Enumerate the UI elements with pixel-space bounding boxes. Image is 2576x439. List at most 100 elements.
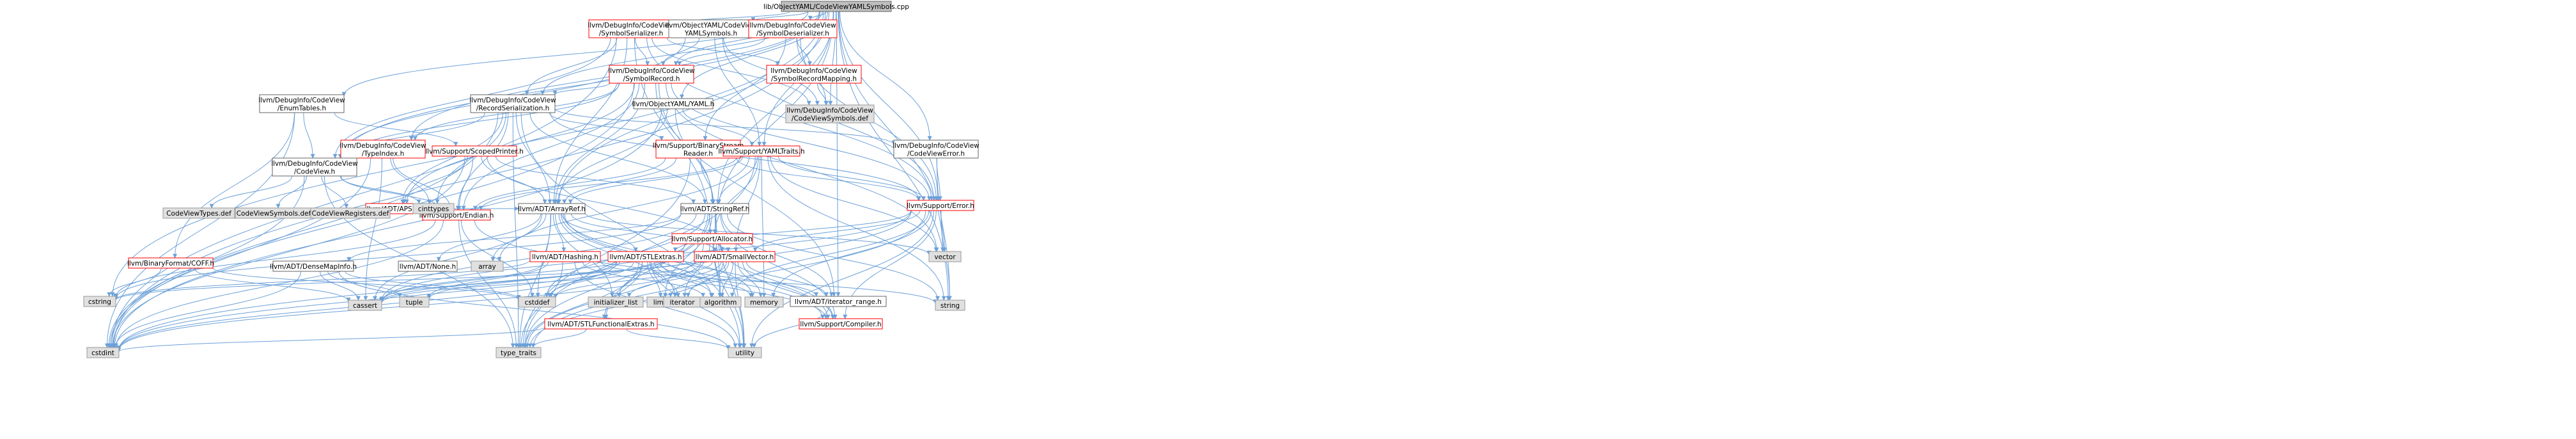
node-scopedprinter-label-0: llvm/Support/ScopedPrinter.h <box>425 148 523 156</box>
node-cvsymbolsdef_top-box <box>785 104 875 124</box>
edge-objyaml-to-arrayref <box>555 108 668 204</box>
edge-symrecord-to-recordser <box>552 83 610 95</box>
edge-symrecord-to-iterrange <box>659 83 836 297</box>
node-smallvector[interactable]: llvm/ADT/SmallVector.h <box>694 251 776 262</box>
edge-scopedprinter-to-endian <box>455 156 474 211</box>
node-error[interactable]: llvm/Support/Error.h <box>907 200 974 211</box>
node-symrecord-label-0: llvm/DebugInfo/CodeView <box>608 67 695 75</box>
edge-arrayref-to-none <box>436 213 542 262</box>
node-typetraits-label-0: type_traits <box>501 349 536 357</box>
node-vector: vector <box>928 251 962 262</box>
edge-enumtables-to-cstdint <box>104 112 295 348</box>
edge-iterrange-to-utility <box>752 306 829 348</box>
node-compiler[interactable]: llvm/Support/Compiler.h <box>799 318 883 330</box>
edge-codeview-to-cvregistersdef <box>321 175 349 209</box>
node-yamltraits[interactable]: llvm/Support/YAMLTraits.h <box>718 145 805 157</box>
node-allocator-label-0: llvm/Support/Allocator.h <box>672 235 753 243</box>
edge-stlfunc-to-cstdint <box>116 326 545 353</box>
node-cverror[interactable]: llvm/DebugInfo/CodeView/CodeViewError.h <box>893 140 980 159</box>
node-codeview-label-0: llvm/DebugInfo/CodeView <box>271 160 358 168</box>
node-cinttypes-box <box>412 203 455 214</box>
node-symdeserializer-label-1: /SymbolDeserializer.h <box>756 29 829 37</box>
node-typeindex[interactable]: llvm/DebugInfo/CodeView/TypeIndex.h <box>340 140 426 159</box>
node-enumtables-label-1: /EnumTables.h <box>277 104 326 112</box>
edge-symserializer-to-cstdint <box>109 37 617 348</box>
node-cstdint-box <box>86 347 120 358</box>
node-recordser[interactable]: llvm/DebugInfo/CodeView/RecordSerializat… <box>469 94 556 113</box>
node-stringref[interactable]: llvm/ADT/StringRef.h <box>680 203 750 214</box>
edge-yamlsymbols-to-symrecord <box>660 37 700 66</box>
node-cvregistersdef: CodeViewRegisters.def <box>310 207 391 219</box>
node-initlist-box <box>588 296 644 308</box>
edge-error-to-smallvector <box>753 210 921 252</box>
node-typeindex-label-1: /TypeIndex.h <box>362 150 405 157</box>
node-codeview[interactable]: llvm/DebugInfo/CodeView/CodeView.h <box>271 157 358 177</box>
edge-recordser-to-bsreader <box>549 112 664 141</box>
edge-yamltraits-to-stringref <box>717 156 758 204</box>
node-utility-box <box>728 347 762 358</box>
node-enumtables-label-0: llvm/DebugInfo/CodeView <box>258 97 345 104</box>
node-hashing-box <box>529 251 601 262</box>
node-symdeserializer[interactable]: llvm/DebugInfo/CodeView/SymbolDeserializ… <box>748 19 838 38</box>
node-cassert: cassert <box>348 299 382 311</box>
node-symserializer-label-0: llvm/DebugInfo/CodeView <box>588 22 675 29</box>
edge-symserializer-to-cvsymbolsdef_top <box>652 37 811 106</box>
node-array-box <box>471 260 504 272</box>
edge-yamltraits-to-endian <box>478 156 738 211</box>
node-memory: memory <box>744 296 784 308</box>
node-typetraits-box <box>496 347 542 358</box>
edge-stlfunc-to-typetraits <box>531 328 587 348</box>
edge-hashing-to-cstring <box>113 259 531 301</box>
node-root[interactable]: lib/ObjectYAML/CodeViewYAMLSymbols.cpp <box>763 1 909 12</box>
node-initlist-label-0: initializer_list <box>594 299 638 307</box>
node-algorithm-box <box>699 296 742 308</box>
dependency-nodes: lib/ObjectYAML/CodeViewYAMLSymbols.cpp ll… <box>83 1 980 358</box>
node-cvsymbolsdef_top: llvm/DebugInfo/CodeView/CodeViewSymbols.… <box>785 104 875 124</box>
node-objyaml-label-0: llvm/ObjectYAML/YAML.h <box>632 100 715 108</box>
node-root-box <box>781 1 892 12</box>
node-cvsymbolsdef_top-label-1: /CodeViewSymbols.def <box>792 115 868 122</box>
node-root-label-0: lib/ObjectYAML/CodeViewYAMLSymbols.cpp <box>763 3 909 11</box>
node-enumtables-box <box>259 94 345 113</box>
node-error-box <box>907 200 974 211</box>
node-symrecord[interactable]: llvm/DebugInfo/CodeView/SymbolRecord.h <box>608 65 695 84</box>
edge-symdeserializer-to-symrecord <box>677 37 765 66</box>
node-iterrange[interactable]: llvm/ADT/iterator_range.h <box>790 296 887 307</box>
edge-arrayref-to-smallvector <box>571 213 717 252</box>
node-scopedprinter[interactable]: llvm/Support/ScopedPrinter.h <box>425 145 524 157</box>
node-algorithm-label-0: algorithm <box>705 299 737 307</box>
edge-yamltraits-to-error <box>777 156 926 201</box>
node-recordser-label-0: llvm/DebugInfo/CodeView <box>469 97 556 104</box>
node-allocator[interactable]: llvm/Support/Allocator.h <box>671 233 753 244</box>
node-objyaml[interactable]: llvm/ObjectYAML/YAML.h <box>632 98 715 109</box>
node-stlfunc[interactable]: llvm/ADT/STLFunctionalExtras.h <box>544 318 658 330</box>
node-cvtypesdef-label-0: CodeViewTypes.def <box>166 210 231 218</box>
edge-scopedprinter-to-apsint <box>402 156 468 204</box>
edge-arrayref-to-vector <box>584 212 932 255</box>
edge-error-to-vector <box>941 210 947 252</box>
node-stlextras[interactable]: llvm/ADT/STLExtras.h <box>607 251 684 262</box>
edge-densemapinfo-to-cstdint <box>113 271 301 348</box>
node-recordser-label-1: /RecordSerialization.h <box>476 104 550 112</box>
edge-error-to-stlextras <box>673 210 912 252</box>
edge-allocator-to-typetraits <box>525 243 704 348</box>
node-stlextras-label-0: llvm/ADT/STLExtras.h <box>609 253 682 261</box>
node-symrecordmapping[interactable]: llvm/DebugInfo/CodeView/SymbolRecordMapp… <box>766 65 862 84</box>
node-none[interactable]: llvm/ADT/None.h <box>398 260 458 272</box>
node-enumtables[interactable]: llvm/DebugInfo/CodeView/EnumTables.h <box>258 94 345 113</box>
node-coff[interactable]: llvm/BinaryFormat/COFF.h <box>127 257 214 269</box>
edge-error-to-utility <box>749 210 934 348</box>
node-arrayref[interactable]: llvm/ADT/ArrayRef.h <box>518 203 586 214</box>
node-memory-label-0: memory <box>750 299 778 307</box>
edge-stlextras-to-compiler <box>660 261 829 319</box>
node-densemapinfo[interactable]: llvm/ADT/DenseMapInfo.h <box>270 260 357 272</box>
node-hashing[interactable]: llvm/ADT/Hashing.h <box>529 251 601 262</box>
edge-symrecord-to-vector <box>666 83 939 252</box>
edge-smallvector-to-iterrange <box>746 261 829 297</box>
edge-bsreader-to-arrayref <box>562 157 676 204</box>
node-yamlsymbols-label-1: YAMLSymbols.h <box>684 29 737 37</box>
node-symserializer[interactable]: llvm/DebugInfo/CodeView/SymbolSerializer… <box>588 19 675 38</box>
edge-stlextras-to-iterrange <box>667 261 819 297</box>
edge-yamltraits-to-string <box>767 156 946 301</box>
node-yamlsymbols[interactable]: llvm/ObjectYAML/CodeViewYAMLSymbols.h <box>665 19 757 38</box>
